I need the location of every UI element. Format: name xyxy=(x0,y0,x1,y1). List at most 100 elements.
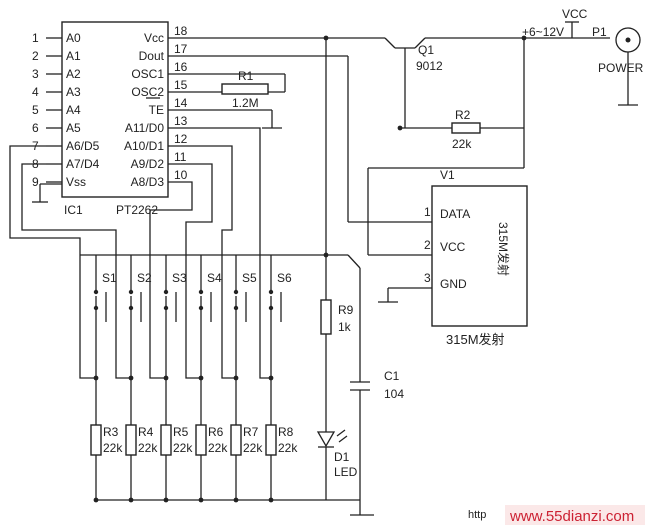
v1-pin3-num: 3 xyxy=(424,271,431,285)
r1-value: 1.2M xyxy=(232,96,259,110)
switch-contact xyxy=(163,289,169,295)
watermark-prefix: http xyxy=(468,509,486,521)
v1-caption: 315M发射 xyxy=(446,332,505,347)
ic1-pin-num: 14 xyxy=(174,96,188,110)
power-label: POWER xyxy=(598,61,644,75)
ic1-pin-name: A4 xyxy=(66,103,81,117)
junction xyxy=(233,497,239,503)
address-lines xyxy=(9,127,271,379)
resistor-ref: R6 xyxy=(208,425,224,439)
ic1-pin-name: A6/D5 xyxy=(66,139,100,153)
ic1-pin-name: A8/D3 xyxy=(131,175,165,189)
r1-ref: R1 xyxy=(238,69,254,83)
v1-module xyxy=(431,185,528,327)
d1-ref: D1 xyxy=(334,450,350,464)
ic1-pin-num: 15 xyxy=(174,78,188,92)
resistor-value: 22k xyxy=(243,441,263,455)
switch-contact xyxy=(128,289,134,295)
switch-contact xyxy=(198,289,204,295)
power-jack-pin xyxy=(625,37,631,43)
ic1-pin-num: 5 xyxy=(32,103,39,117)
r9-ref: R9 xyxy=(338,303,354,317)
ic1-pin-name: TE xyxy=(149,103,164,117)
v1-pin2-num: 2 xyxy=(424,238,431,252)
pull-resistor xyxy=(195,424,207,456)
ic1-pin-num: 2 xyxy=(32,49,39,63)
ic1-ref: IC1 xyxy=(64,203,83,217)
switch-ref: S5 xyxy=(242,271,257,285)
v1-pin1-num: 1 xyxy=(424,205,431,219)
address-wire xyxy=(9,145,96,379)
ic1-pin-name: A9/D2 xyxy=(131,157,165,171)
power-vcc: VCC xyxy=(562,7,588,21)
pull-resistor xyxy=(125,424,137,456)
ic1-pin-num: 12 xyxy=(174,132,188,146)
switch-contact xyxy=(268,289,274,295)
ic1-pin-name: A11/D0 xyxy=(125,121,164,135)
switch-contact xyxy=(93,289,99,295)
cap-top-diag xyxy=(347,254,361,269)
ic1-pin-num: 1 xyxy=(32,31,39,45)
ic1-pin-num: 17 xyxy=(174,42,188,56)
c1-value: 104 xyxy=(384,387,404,401)
resistor-ref: R4 xyxy=(138,425,154,439)
switch-ref: S6 xyxy=(277,271,292,285)
v1-inner-label: 315M发射 xyxy=(496,222,511,276)
led-diode-icon xyxy=(316,431,336,448)
r9-value: 1k xyxy=(338,320,352,334)
ic1-pin-name: A2 xyxy=(66,67,81,81)
q1-emitter xyxy=(384,37,396,49)
v1-pin2-name: VCC xyxy=(440,240,466,254)
ic1-pin-num: 16 xyxy=(174,60,188,74)
ic1-pin-name: A1 xyxy=(66,49,81,63)
switch-ref: S3 xyxy=(172,271,187,285)
r2-resistor xyxy=(451,122,481,134)
pull-resistor xyxy=(230,424,242,456)
address-wire xyxy=(149,181,193,379)
ic1-pin-num: 4 xyxy=(32,85,39,99)
address-wire xyxy=(168,145,236,379)
ic1-pin-num: 11 xyxy=(174,150,187,164)
watermark-bg xyxy=(505,505,645,525)
resistor-ref: R3 xyxy=(103,425,119,439)
ic1-pin-num: 6 xyxy=(32,121,39,135)
ic1-pin-name: Vss xyxy=(66,175,86,189)
resistor-value: 22k xyxy=(103,441,123,455)
r9-resistor xyxy=(320,299,332,335)
junction xyxy=(397,125,403,131)
address-wire xyxy=(168,163,213,379)
ic1-pin-num: 9 xyxy=(32,175,39,189)
v1-pin3-name: GND xyxy=(440,277,467,291)
switch-columns: S1R322kS2R422kS3R522kS4R622kS5R722kS6R82… xyxy=(90,255,298,503)
resistor-value: 22k xyxy=(173,441,193,455)
resistor-value: 22k xyxy=(138,441,158,455)
power-voltage: +6~12V xyxy=(522,25,564,39)
junction xyxy=(163,497,169,503)
resistor-ref: R7 xyxy=(243,425,259,439)
junction xyxy=(268,497,274,503)
r2-value: 22k xyxy=(452,137,472,151)
r1-resistor xyxy=(221,83,269,95)
resistor-value: 22k xyxy=(208,441,228,455)
resistor-ref: R5 xyxy=(173,425,189,439)
q1-part: 9012 xyxy=(416,59,443,73)
ic1-body xyxy=(61,21,169,198)
ic1-pin-num: 13 xyxy=(174,114,188,128)
power-ref: P1 xyxy=(592,25,607,39)
address-wire xyxy=(21,163,131,379)
junction xyxy=(128,497,134,503)
ic1-pin-name: Dout xyxy=(139,49,165,63)
ic1-right-pins: 18Vcc17Dout16OSC115OSC214TE13A11/D012A10… xyxy=(124,24,188,189)
ic1-pin-num: 18 xyxy=(174,24,188,38)
ic1-pin-num: 3 xyxy=(32,67,39,81)
ic1-pin-name: A7/D4 xyxy=(66,157,100,171)
pull-resistor xyxy=(265,424,277,456)
switch-contact xyxy=(233,289,239,295)
ic1-pin-name: Vcc xyxy=(144,31,164,45)
junction xyxy=(93,497,99,503)
q1-collector-top xyxy=(414,37,426,49)
resistor-value: 22k xyxy=(278,441,298,455)
switch-ref: S2 xyxy=(137,271,152,285)
v1-ref: V1 xyxy=(440,168,455,182)
